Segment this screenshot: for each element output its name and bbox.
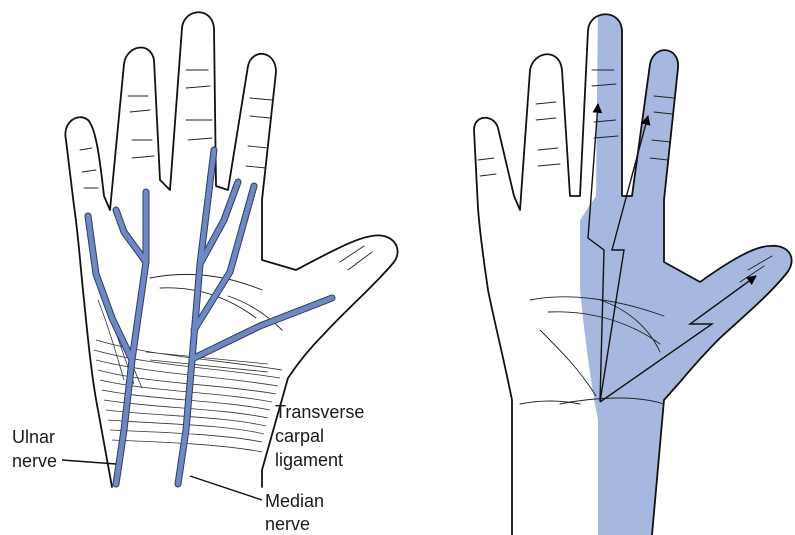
median-territory: [580, 0, 795, 535]
median-nerve-label: Median nerve: [265, 491, 329, 534]
ligament-label-line2: carpal: [275, 426, 324, 446]
ligament-label-line1: Transverse: [275, 402, 364, 422]
left-finger-creases: [80, 70, 372, 270]
ulnar-label-line1: Ulnar: [12, 427, 55, 447]
median-leader: [190, 476, 262, 500]
ulnar-nerve-label: Ulnar nerve: [12, 427, 60, 471]
right-hand-territory: [474, 0, 795, 535]
ulnar-label-line2: nerve: [12, 451, 57, 471]
transverse-carpal-ligament-label: Transverse carpal ligament: [275, 402, 369, 470]
median-label-line2: nerve: [265, 514, 310, 534]
ligament-label-line3: ligament: [275, 450, 343, 470]
median-label-line1: Median: [265, 491, 324, 511]
